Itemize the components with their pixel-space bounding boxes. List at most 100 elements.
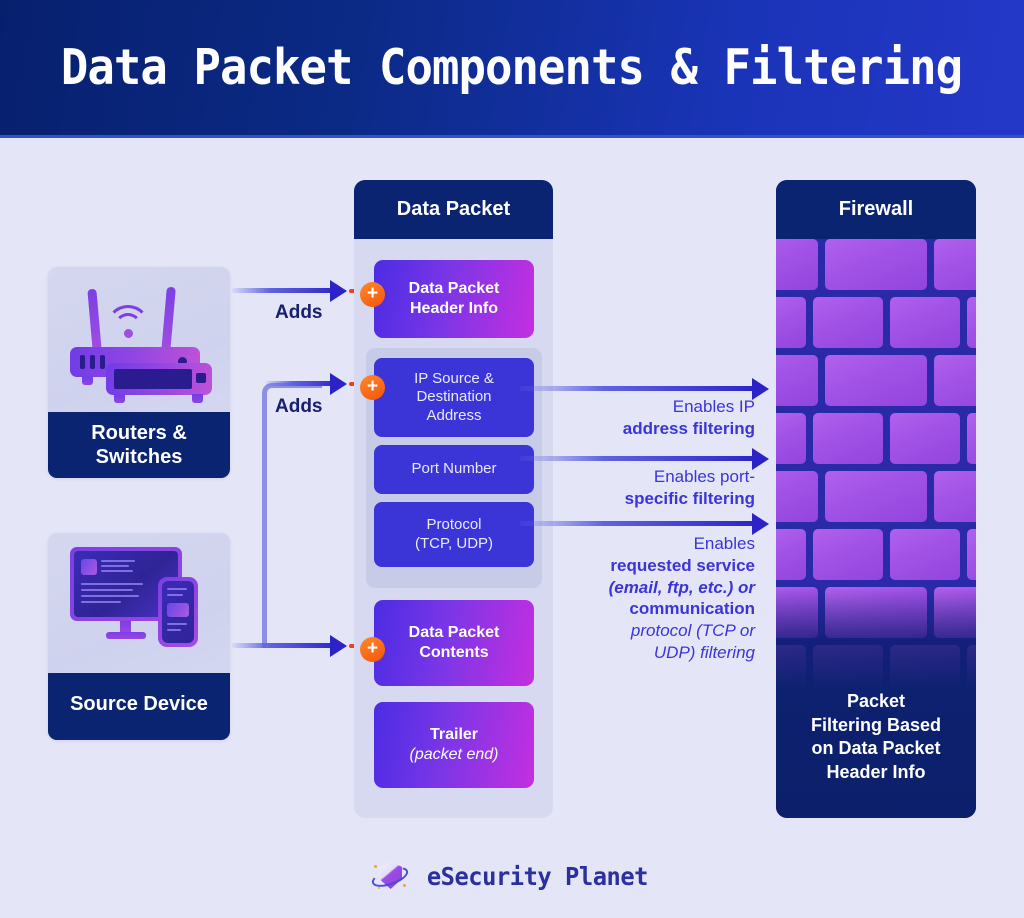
brick <box>776 297 806 348</box>
protocol-line2: (TCP, UDP) <box>414 534 494 552</box>
brick <box>776 413 806 464</box>
brick <box>776 529 806 580</box>
header-info-line2: Header Info <box>409 300 498 317</box>
brick-row <box>776 355 976 413</box>
routers-label-line1: Routers & <box>91 422 187 444</box>
shield-orbit-icon <box>369 856 411 896</box>
port-filter-arrow-head <box>752 448 769 470</box>
brick-row <box>776 471 976 529</box>
contents-arrow-line <box>232 643 342 648</box>
adds-label-1: Adds <box>275 302 323 323</box>
contents-line1: Data Packet <box>408 624 500 642</box>
firewall-header: Firewall <box>776 180 976 239</box>
brick <box>890 297 960 348</box>
note-protocol-line6: UDP) filtering <box>653 642 755 662</box>
contents-arrow-head <box>330 635 347 657</box>
brick <box>825 239 927 290</box>
firewall-panel: Firewall Packet Filtering Based on Data … <box>776 180 976 818</box>
fw-caption-line1: Packet <box>846 691 906 712</box>
ip-line2: Destination <box>416 388 492 406</box>
packet-box-contents: Data Packet Contents <box>374 600 534 686</box>
plus-badge-contents: + <box>360 637 385 662</box>
routers-label-line2: Switches <box>95 445 183 468</box>
packet-subbox-port-number: Port Number <box>374 445 534 494</box>
note-protocol-line4: communication <box>629 599 755 619</box>
adds-arrow-line-2 <box>266 381 342 386</box>
fw-caption-line2: Filtering Based <box>810 714 942 735</box>
data-packet-panel: Data Packet Data Packet Header Info IP S… <box>354 180 553 818</box>
brick <box>967 297 976 348</box>
port-filter-arrow-line <box>520 456 760 461</box>
ip-filter-arrow-head <box>752 378 769 400</box>
note-port-line2: specific filtering <box>624 488 755 508</box>
data-packet-header: Data Packet <box>354 180 553 239</box>
plus-badge-header-info: + <box>360 282 385 307</box>
packet-subbox-protocol: Protocol (TCP, UDP) <box>374 502 534 567</box>
brick-row <box>776 239 976 297</box>
port-line1: Port Number <box>411 460 497 478</box>
note-protocol-line3: (email, ftp, etc.) or <box>608 577 755 597</box>
trailer-subtitle: (packet end) <box>409 746 499 763</box>
brick <box>890 529 960 580</box>
firewall-fade-overlay <box>776 588 976 818</box>
brick <box>890 413 960 464</box>
trailer-title: Trailer <box>429 726 479 744</box>
brick <box>934 355 976 406</box>
source-label-line1: Source Device <box>70 693 208 715</box>
brick-row <box>776 413 976 471</box>
card-routers-switches: Routers & Switches <box>48 267 230 478</box>
packet-box-trailer: Trailer (packet end) <box>374 702 534 788</box>
protocol-filter-arrow-line <box>520 521 760 526</box>
note-protocol-line5: protocol (TCP or <box>630 621 755 640</box>
packet-subbox-ip-address: IP Source & Destination Address <box>374 358 534 437</box>
adds-arrow-head-1 <box>330 280 347 302</box>
adds-elbow-connector-2 <box>262 383 322 648</box>
note-ip-line1: Enables IP <box>672 397 755 416</box>
note-port-line1: Enables port- <box>653 467 755 486</box>
adds-arrow-line-1 <box>232 288 342 293</box>
card-source-device: Source Device <box>48 533 230 740</box>
firewall-caption: Packet Filtering Based on Data Packet He… <box>776 690 976 784</box>
brick-row <box>776 529 976 587</box>
brick <box>934 239 976 290</box>
desktop-mobile-icon <box>48 533 230 673</box>
card-label-source-device: Source Device <box>48 673 230 740</box>
fw-caption-line3: on Data Packet <box>811 738 941 759</box>
brick <box>967 413 976 464</box>
page-title: Data Packet Components & Filtering <box>61 39 963 96</box>
brick <box>825 355 927 406</box>
fw-caption-line4: Header Info <box>826 761 926 782</box>
note-port-filtering: Enables port- specific filtering <box>540 466 755 510</box>
brick <box>776 239 818 290</box>
footer-brand: eSecurity Planet <box>0 856 1024 896</box>
note-ip-line2: address filtering <box>622 418 755 438</box>
ip-line1: IP Source & <box>414 370 494 388</box>
ip-line3: Address <box>426 406 482 424</box>
adds-arrow-head-2 <box>330 373 347 395</box>
note-protocol-line2: requested service <box>610 555 755 575</box>
brick <box>934 471 976 522</box>
brick <box>813 297 883 348</box>
adds-label-2: Adds <box>275 396 323 417</box>
card-label-routers-switches: Routers & Switches <box>48 412 230 478</box>
page-header: Data Packet Components & Filtering <box>0 0 1024 138</box>
header-info-line1: Data Packet <box>408 280 500 298</box>
note-protocol-filtering: Enables requested service (email, ftp, e… <box>530 533 755 664</box>
packet-box-header-info: Data Packet Header Info <box>374 260 534 338</box>
brick <box>967 529 976 580</box>
brick-row <box>776 297 976 355</box>
ip-filter-arrow-line <box>520 386 760 391</box>
brick <box>813 413 883 464</box>
protocol-filter-arrow-head <box>752 513 769 535</box>
brick <box>776 355 818 406</box>
brick <box>825 471 927 522</box>
contents-line2: Contents <box>419 644 489 661</box>
router-icon <box>48 267 230 412</box>
brick <box>776 471 818 522</box>
note-ip-filtering: Enables IP address filtering <box>540 396 755 440</box>
note-protocol-line1: Enables <box>693 534 755 553</box>
plus-badge-ip-address: + <box>360 375 385 400</box>
brand-name: eSecurity Planet <box>426 861 649 891</box>
protocol-line1: Protocol <box>426 516 482 534</box>
brick <box>813 529 883 580</box>
